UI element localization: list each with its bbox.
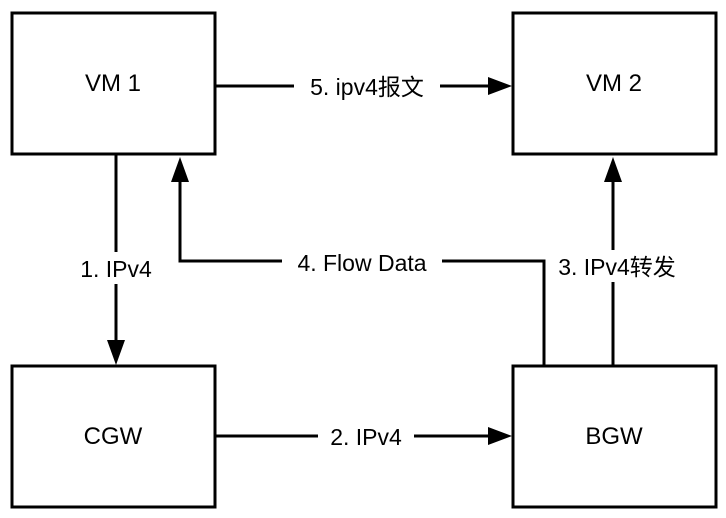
node-bgw: BGW [511,364,718,509]
cgw-box [10,364,217,509]
edge-2-label: 2. IPv4 [330,424,402,450]
edge-1-label-bg [66,252,166,284]
edge-5-label-bg [294,72,440,102]
edge-5-arrowhead [488,77,512,95]
edge-4-arrowhead [171,157,189,182]
edge-3-label: 3. IPv4转发 [558,254,676,280]
bgw-label: BGW [585,423,643,450]
edge-3-label-bg [548,250,688,282]
edge-4-label-bg [282,247,442,277]
node-cgw: CGW [10,364,217,509]
vm1-box [10,11,217,156]
edge-bgw-to-vm2: 3. IPv4转发 [548,157,688,366]
vm1-label: VM 1 [85,70,141,97]
vm2-box [511,11,718,156]
edge-1-arrowhead [107,340,125,365]
edge-vm1-to-cgw: 1. IPv4 [66,154,166,365]
edge-4-label: 4. Flow Data [297,250,426,276]
edge-2-label-bg [318,422,414,452]
edge-3-arrowhead [604,157,622,182]
node-vm2: VM 2 [511,11,718,156]
bgw-box [511,364,718,509]
edge-1-label: 1. IPv4 [80,256,152,282]
edge-2-arrowhead [488,427,512,445]
edge-5-label: 5. ipv4报文 [310,74,424,100]
edge-vm1-to-vm2: 5. ipv4报文 [215,72,512,102]
edge-bgw-to-vm1: 4. Flow Data [171,157,546,366]
vm2-label: VM 2 [586,70,642,97]
edge-cgw-to-bgw: 2. IPv4 [215,422,512,452]
node-vm1: VM 1 [10,11,217,156]
cgw-label: CGW [84,423,143,450]
